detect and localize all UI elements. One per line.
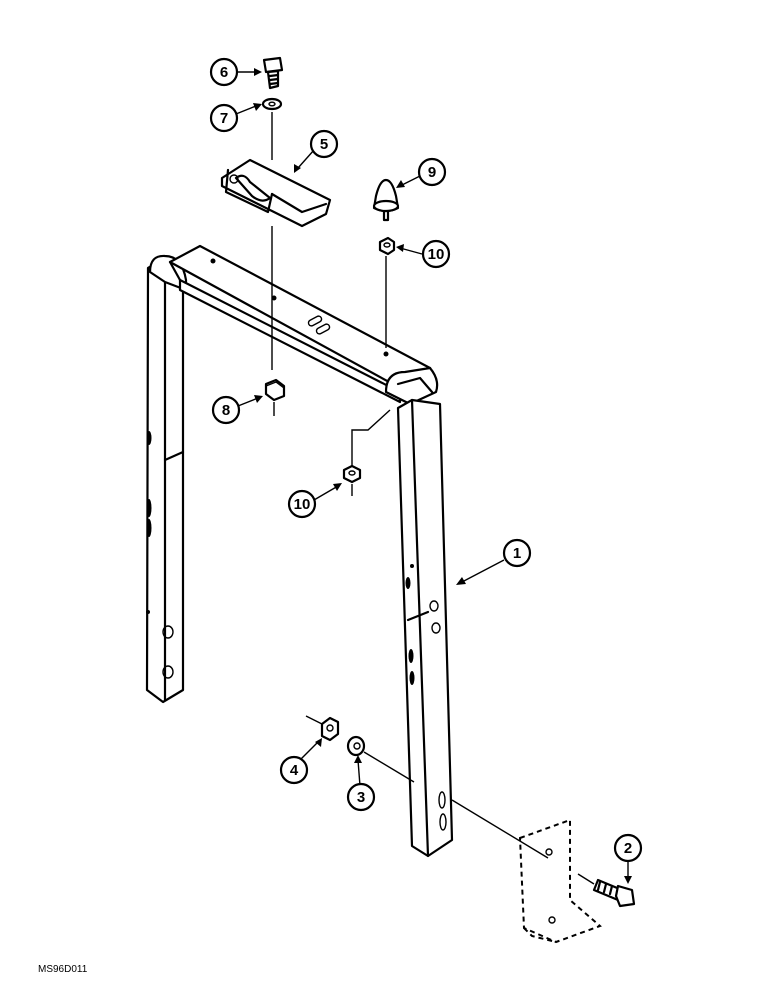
bolt-part-6 (262, 56, 284, 90)
callout-10-upper: 10 (421, 239, 451, 269)
callout-5: 5 (309, 129, 339, 159)
clamp-bracket-part-5 (220, 158, 332, 228)
callout-label: 6 (220, 64, 228, 81)
callout-6: 6 (209, 57, 239, 87)
assembly-line (363, 751, 415, 783)
callout-label: 4 (290, 762, 299, 779)
assembly-line (305, 715, 323, 725)
washer-part-7 (261, 97, 283, 111)
callout-4: 4 (279, 755, 309, 785)
callout-3: 3 (346, 782, 376, 812)
assembly-line (577, 873, 595, 885)
bumper-part-9 (372, 178, 400, 222)
callout-label: 5 (320, 136, 328, 153)
assembly-line (351, 409, 391, 468)
nut-part-4 (320, 716, 340, 742)
nut-part-10-lower (342, 464, 362, 484)
callout-label: 10 (294, 496, 311, 513)
callout-8: 8 (211, 395, 241, 425)
callout-label: 8 (222, 402, 230, 419)
callout-label: 1 (513, 545, 521, 562)
callout-2: 2 (613, 833, 643, 863)
callout-label: 7 (220, 110, 228, 127)
bolt-part-2 (592, 878, 636, 908)
callout-label: 3 (357, 789, 365, 806)
nut-part-8 (264, 378, 286, 402)
leader-lines (235, 68, 632, 884)
callout-label: 10 (428, 246, 445, 263)
assembly-line (451, 799, 549, 859)
frame-part-1 (145, 244, 454, 858)
callout-7: 7 (209, 103, 239, 133)
callout-1: 1 (502, 538, 532, 568)
washer-part-3 (346, 735, 366, 757)
callout-label: 9 (428, 164, 436, 181)
callout-9: 9 (417, 157, 447, 187)
nut-part-10-upper (378, 236, 396, 256)
callout-label: 2 (624, 840, 632, 857)
callout-10-lower: 10 (287, 489, 317, 519)
figure-reference: MS96D011 (38, 964, 88, 975)
mount-bracket-reference (518, 818, 602, 944)
